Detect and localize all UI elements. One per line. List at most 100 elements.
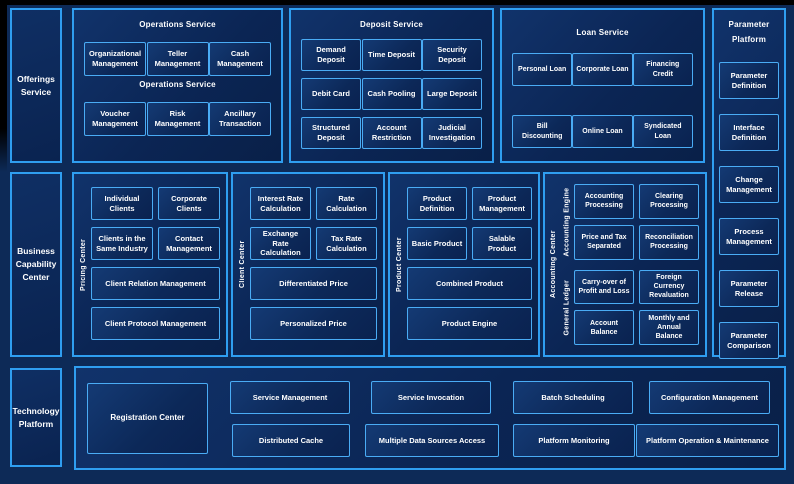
box-distributed-cache: Distributed Cache bbox=[232, 424, 350, 457]
loan-row-2: Bill Discounting Online Loan Syndicated … bbox=[512, 115, 693, 148]
left-black-strip bbox=[0, 0, 7, 172]
deposit-grid: Demand Deposit Time Deposit Security Dep… bbox=[301, 39, 482, 149]
box-online-loan: Online Loan bbox=[572, 115, 633, 148]
top-black-strip bbox=[0, 0, 794, 5]
pricing-row-2: Clients in the Same Industry Contact Man… bbox=[91, 227, 220, 260]
box-carry-over-profit-loss: Carry-over of Profit and Loss bbox=[574, 269, 634, 305]
box-multiple-data-sources-access: Multiple Data Sources Access bbox=[365, 424, 499, 457]
box-risk-management: Risk Management bbox=[146, 102, 209, 136]
deposit-title: Deposit Service bbox=[359, 20, 424, 29]
box-bill-discounting: Bill Discounting bbox=[512, 115, 573, 148]
box-client-relation-management: Client Relation Management bbox=[91, 267, 220, 300]
box-cash-pooling: Cash Pooling bbox=[361, 78, 422, 110]
box-structured-deposit: Structured Deposit bbox=[301, 117, 361, 149]
box-judicial-investigation: Judicial Investigation bbox=[422, 117, 482, 149]
sidebar-offerings-service: Offerings Service bbox=[10, 8, 62, 163]
accounting-engine-grid: Accounting Processing Clearing Processin… bbox=[574, 184, 699, 260]
general-ledger-grid: Carry-over of Profit and Loss Foreign Cu… bbox=[574, 269, 699, 345]
box-service-invocation: Service Invocation bbox=[371, 381, 491, 414]
box-tax-rate-calculation: Tax Rate Calculation bbox=[316, 227, 377, 260]
product-center-label: Product Center bbox=[396, 237, 403, 292]
box-rate-calculation: Rate Calculation bbox=[316, 187, 377, 220]
box-cash-management: Cash Management bbox=[209, 42, 271, 76]
box-personal-loan: Personal Loan bbox=[512, 53, 573, 86]
panel-client-center: Client Center Interest Rate Calculation … bbox=[231, 172, 385, 357]
sidebar-business-capability-center: Business Capability Center bbox=[10, 172, 62, 357]
pricing-center-content: Individual Clients Corporate Clients Cli… bbox=[91, 178, 222, 351]
box-organizational-management: Organizational Management bbox=[84, 42, 146, 76]
parameter-platform-title: Parameter Platform bbox=[728, 20, 770, 45]
operations-subtitle: Operations Service bbox=[139, 80, 216, 89]
client-center-label: Client Center bbox=[239, 240, 246, 289]
operations-row-1: Organizational Management Teller Managem… bbox=[84, 42, 271, 76]
box-clearing-processing: Clearing Processing bbox=[639, 184, 699, 219]
general-ledger-group: General Ledger Carry-over of Profit and … bbox=[560, 269, 699, 345]
box-change-management: Change Management bbox=[719, 166, 779, 204]
pricing-center-label: Pricing Center bbox=[80, 238, 87, 291]
box-syndicated-loan: Syndicated Loan bbox=[632, 115, 693, 148]
box-corporate-loan: Corporate Loan bbox=[572, 53, 633, 86]
box-clients-same-industry: Clients in the Same Industry bbox=[91, 227, 153, 260]
box-corporate-clients: Corporate Clients bbox=[158, 187, 220, 220]
box-differentiated-price: Differentiated Price bbox=[250, 267, 377, 300]
accounting-engine-group: Accounting Engine Accounting Processing … bbox=[560, 184, 699, 260]
box-product-definition: Product Definition bbox=[407, 187, 467, 220]
box-configuration-management: Configuration Management bbox=[649, 381, 770, 414]
box-debit-card: Debit Card bbox=[301, 78, 361, 110]
sidebar-technology-label: Technology Platform bbox=[12, 405, 60, 429]
box-platform-operation-maintenance: Platform Operation & Maintenance bbox=[636, 424, 779, 457]
box-voucher-management: Voucher Management bbox=[84, 102, 146, 136]
client-row-2: Exchange Rate Calculation Tax Rate Calcu… bbox=[250, 227, 377, 260]
box-security-deposit: Security Deposit bbox=[422, 39, 482, 71]
product-row-2: Basic Product Salable Product bbox=[407, 227, 532, 260]
box-product-management: Product Management bbox=[472, 187, 532, 220]
operations-title: Operations Service bbox=[139, 20, 216, 29]
box-ancillary-transaction: Ancillary Transaction bbox=[209, 102, 271, 136]
box-exchange-rate-calculation: Exchange Rate Calculation bbox=[250, 227, 311, 260]
box-large-deposit: Large Deposit bbox=[422, 78, 482, 110]
box-batch-scheduling: Batch Scheduling bbox=[513, 381, 633, 414]
panel-loan-service: Loan Service Personal Loan Corporate Loa… bbox=[500, 8, 705, 163]
box-client-protocol-management: Client Protocol Management bbox=[91, 307, 220, 340]
box-parameter-comparison: Parameter Comparison bbox=[719, 322, 779, 360]
box-demand-deposit: Demand Deposit bbox=[301, 39, 361, 71]
panel-accounting-center: Accounting Center Accounting Engine Acco… bbox=[543, 172, 707, 357]
loan-row-1: Personal Loan Corporate Loan Financing C… bbox=[512, 53, 693, 86]
accounting-groups: Accounting Engine Accounting Processing … bbox=[560, 178, 701, 351]
box-interest-rate-calculation: Interest Rate Calculation bbox=[250, 187, 311, 220]
box-reconciliation-processing: Reconciliation Processing bbox=[639, 224, 699, 260]
client-row-1: Interest Rate Calculation Rate Calculati… bbox=[250, 187, 377, 220]
product-row-1: Product Definition Product Management bbox=[407, 187, 532, 220]
box-accounting-processing: Accounting Processing bbox=[574, 184, 634, 219]
box-contact-management: Contact Management bbox=[158, 227, 220, 260]
box-account-restriction: Account Restriction bbox=[361, 117, 422, 149]
box-monthly-annual-balance: Monthly and Annual Balance bbox=[639, 310, 699, 345]
box-personalized-price: Personalized Price bbox=[250, 307, 377, 340]
box-account-balance: Account Balance bbox=[574, 310, 634, 345]
panel-product-center: Product Center Product Definition Produc… bbox=[388, 172, 540, 357]
box-salable-product: Salable Product bbox=[472, 227, 532, 260]
box-foreign-currency-revaluation: Foreign Currency Revaluation bbox=[639, 269, 699, 305]
box-registration-center: Registration Center bbox=[87, 383, 208, 454]
product-center-content: Product Definition Product Management Ba… bbox=[407, 178, 534, 351]
panel-deposit-service: Deposit Service Demand Deposit Time Depo… bbox=[289, 8, 494, 163]
accounting-center-label: Accounting Center bbox=[550, 230, 557, 299]
general-ledger-label: General Ledger bbox=[563, 279, 571, 336]
loan-title: Loan Service bbox=[576, 28, 629, 37]
pricing-row-1: Individual Clients Corporate Clients bbox=[91, 187, 220, 220]
box-price-tax-separated: Price and Tax Separated bbox=[574, 224, 634, 260]
box-financing-credit: Financing Credit bbox=[632, 53, 693, 86]
panel-parameter-platform: Parameter Platform Parameter Definition … bbox=[712, 8, 786, 360]
box-individual-clients: Individual Clients bbox=[91, 187, 153, 220]
accounting-engine-label: Accounting Engine bbox=[563, 187, 571, 257]
box-basic-product: Basic Product bbox=[407, 227, 467, 260]
panel-pricing-center: Pricing Center Individual Clients Corpor… bbox=[72, 172, 228, 357]
panel-technology-platform: Registration Center Service Management S… bbox=[74, 366, 786, 470]
box-interface-definition: Interface Definition bbox=[719, 114, 779, 152]
sidebar-business-label: Business Capability Center bbox=[15, 246, 57, 282]
box-combined-product: Combined Product bbox=[407, 267, 532, 300]
box-teller-management: Teller Management bbox=[146, 42, 209, 76]
sidebar-technology-platform: Technology Platform bbox=[10, 368, 62, 467]
operations-row-2: Voucher Management Risk Management Ancil… bbox=[84, 102, 271, 136]
box-service-management: Service Management bbox=[230, 381, 350, 414]
